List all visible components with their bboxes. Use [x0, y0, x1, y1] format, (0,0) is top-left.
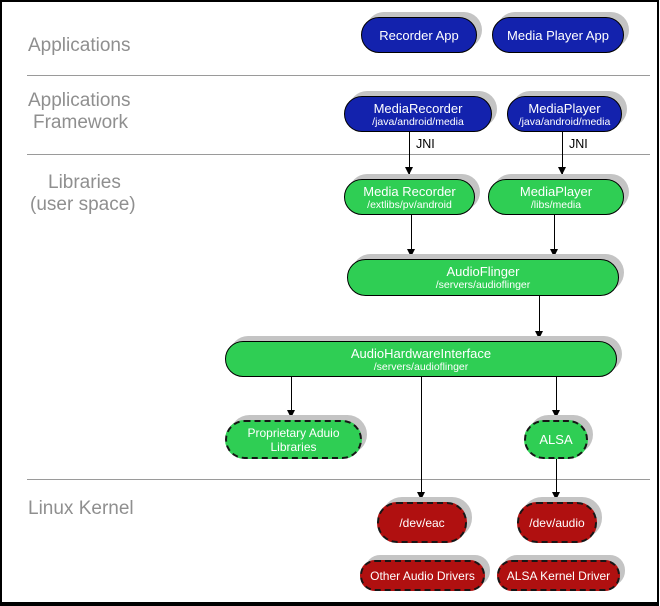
node-path: /libs/media — [530, 198, 582, 211]
arrow-ahi-to-alsa — [552, 376, 561, 418]
arrow-mediarecorder-jni — [405, 131, 414, 175]
node-path: /servers/audioflinger — [435, 279, 531, 291]
jni-label-text: JNI — [416, 137, 435, 151]
section-divider — [27, 75, 650, 76]
arrow-ahi-to-proprietary-libraries — [287, 376, 296, 418]
node-alsa-kernel-driver: ALSA Kernel Driver — [497, 560, 620, 591]
node-media-recorder-lib: Media Recorder /extlibs/pv/android — [344, 179, 475, 215]
node-title: ALSA Kernel Driver — [506, 568, 611, 583]
node-title: AudioFlinger — [446, 264, 520, 279]
node-media-player-app: Media Player App — [492, 17, 624, 53]
jni-label-right: JNI — [569, 137, 588, 151]
node-path: /java/android/media — [518, 115, 611, 128]
node-path: /servers/audioflinger — [373, 360, 469, 373]
arrow-mediarecorderlib-to-audioflinger — [407, 214, 416, 257]
node-title: ALSA — [539, 432, 573, 447]
jni-label-text: JNI — [569, 137, 588, 151]
node-title: /dev/audio — [529, 515, 585, 530]
section-label-text: Applications — [28, 90, 131, 111]
arrow-alsa-to-dev-audio — [552, 458, 561, 500]
node-path: /extlibs/pv/android — [367, 198, 452, 211]
node-title: MediaPlayer — [519, 183, 593, 199]
node-dev-eac: /dev/eac — [377, 502, 467, 543]
node-title: Media Recorder — [363, 183, 456, 199]
node-title: Other Audio Drivers — [370, 568, 475, 583]
node-title: /dev/eac — [399, 515, 445, 530]
section-label-libraries: Libraries(user space) — [30, 172, 136, 216]
arrow-mediaplayer-jni — [558, 131, 567, 175]
node-title: MediaPlayer — [528, 100, 601, 116]
arrow-mediaplayerlib-to-audioflinger — [550, 214, 559, 257]
node-title: MediaRecorder — [373, 100, 463, 116]
node-mediaplayer-lib: MediaPlayer /libs/media — [488, 179, 624, 215]
node-alsa: ALSA — [524, 420, 588, 459]
section-label-text: Framework — [33, 112, 129, 133]
node-title: Media Player App — [507, 27, 609, 43]
section-divider — [27, 154, 650, 155]
arrow-audioflinger-to-audiohardwareinterface — [535, 295, 544, 339]
node-path: /java/android/media — [372, 115, 464, 128]
jni-label-left: JNI — [416, 137, 435, 151]
node-other-audio-drivers: Other Audio Drivers — [360, 560, 485, 591]
node-mediaplayer-framework: MediaPlayer /java/android/media — [507, 96, 622, 132]
arrow-ahi-to-dev-eac — [417, 376, 426, 500]
section-label-text: Linux Kernel — [28, 498, 134, 519]
node-title: AudioHardwareInterface — [350, 345, 492, 361]
node-recorder-app: Recorder App — [361, 17, 477, 53]
section-label-text: (user space) — [30, 194, 136, 215]
section-label-linux-kernel: Linux Kernel — [28, 498, 134, 520]
node-title: Proprietary Aduio Libraries — [247, 425, 340, 454]
node-mediarecorder-framework: MediaRecorder /java/android/media — [344, 96, 492, 132]
section-label-text: Libraries — [48, 172, 121, 193]
node-audiohardwareinterface: AudioHardwareInterface /servers/audiofli… — [225, 341, 617, 377]
node-dev-audio: /dev/audio — [517, 502, 597, 543]
node-title: Recorder App — [379, 27, 459, 43]
node-audioflinger: AudioFlinger /servers/audioflinger — [347, 259, 619, 296]
section-divider — [27, 479, 650, 480]
section-label-text: Applications — [28, 35, 131, 56]
node-proprietary-audio-libraries: Proprietary Aduio Libraries — [225, 420, 362, 459]
section-label-applications: Applications — [28, 35, 130, 57]
